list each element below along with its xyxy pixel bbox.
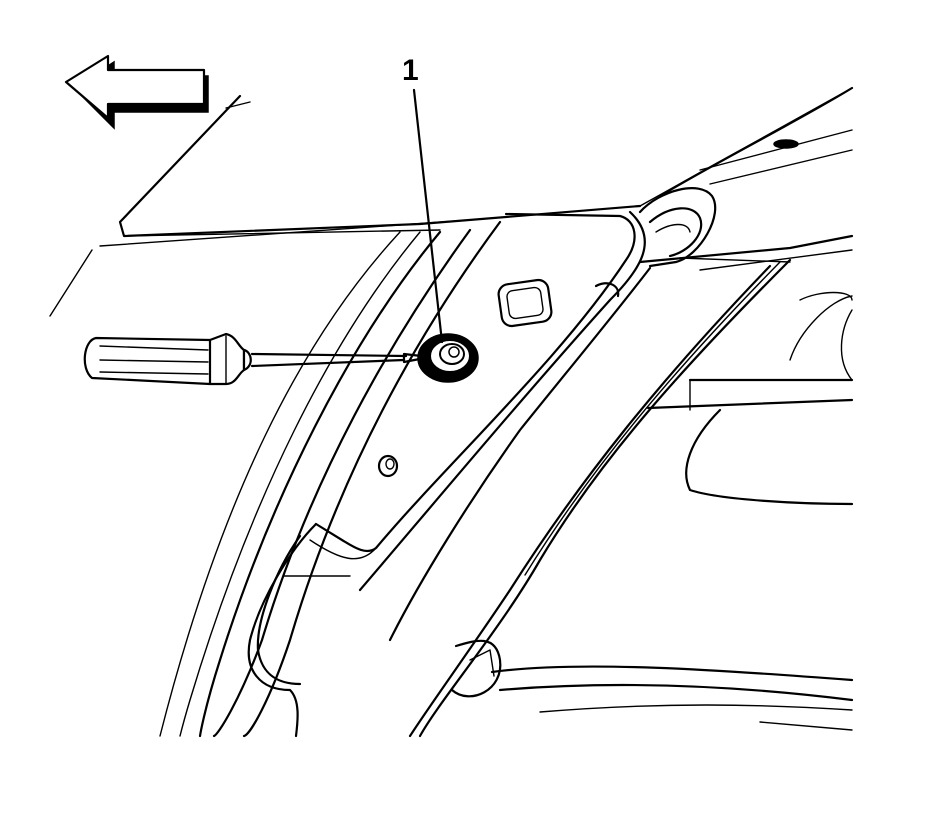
lower-trim	[247, 522, 854, 738]
small-hole	[377, 454, 399, 478]
fastener-icon	[417, 333, 479, 383]
left-arrow-icon	[64, 54, 209, 130]
interior-panel	[646, 291, 854, 506]
pillar-trim	[159, 220, 502, 738]
roof-panel	[49, 86, 854, 317]
callout-label-1: 1	[402, 54, 419, 87]
callout-leader	[412, 88, 444, 344]
pillar-cap	[638, 187, 854, 271]
clip-hole	[497, 278, 553, 328]
screwdriver-icon	[83, 332, 432, 386]
pillar-panel	[314, 210, 792, 738]
